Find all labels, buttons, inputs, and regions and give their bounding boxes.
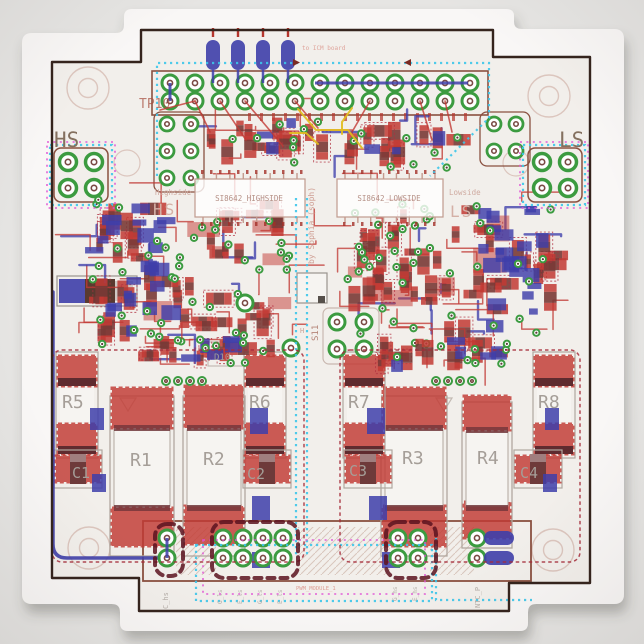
pcb-layout-svg: HS LS TP10 SI8642_HIGHSIDE SI8642_LOWSID… <box>0 0 644 644</box>
photo-vignette <box>0 0 644 644</box>
pcb-sticker-image: HS LS TP10 SI8642_HIGHSIDE SI8642_LOWSID… <box>0 0 644 644</box>
